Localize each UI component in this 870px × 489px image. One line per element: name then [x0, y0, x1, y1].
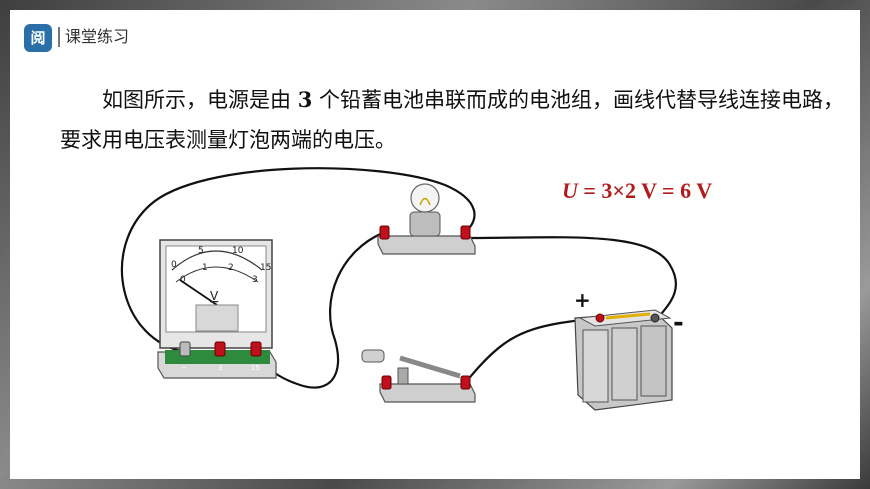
logo-icon: 阅: [24, 24, 52, 52]
battery-count: 3: [297, 87, 313, 112]
battery-cell-1: [582, 329, 609, 403]
wire-meter-to-lamp: [120, 167, 476, 354]
scale-bottom-3: 3: [252, 275, 258, 285]
scale-bottom-1: 1: [202, 263, 208, 273]
lamp-terminal-left[interactable]: [379, 225, 390, 240]
problem-text-before: 如图所示，电源是由: [102, 88, 298, 112]
knife-switch: [361, 349, 476, 403]
header-separator: [58, 27, 60, 47]
scale-top-10: 10: [232, 246, 244, 256]
battery-cell-2: [611, 327, 638, 401]
voltmeter-base-strip: [165, 350, 270, 364]
battery-pack: + -: [574, 288, 684, 411]
scale-top-5: 5: [198, 246, 204, 256]
formula-rest: = 3×2 V = 6 V: [577, 178, 713, 203]
lamp-terminal-right[interactable]: [460, 225, 471, 240]
terminal-negative[interactable]: [179, 341, 191, 357]
terminal-3v[interactable]: [214, 341, 226, 357]
switch-terminal-left[interactable]: [381, 375, 392, 390]
battery-plus-sign: +: [574, 288, 591, 312]
switch-terminal-right[interactable]: [460, 375, 471, 390]
wire-lamp-to-battery: [465, 236, 677, 319]
terminal-15v[interactable]: [250, 341, 262, 357]
scale-bottom-0: 0: [180, 275, 186, 285]
terminal-label-3: 3: [218, 364, 222, 372]
voltmeter: 0 5 10 15 0 1 2 3 V − 3 15: [157, 239, 277, 379]
scale-top-zero: 0: [171, 260, 177, 270]
voltmeter-unit: V: [210, 289, 219, 303]
battery-terminal-negative[interactable]: [650, 313, 660, 323]
switch-handle[interactable]: [361, 349, 385, 363]
battery-minus-sign: -: [673, 308, 684, 338]
switch-blade[interactable]: [399, 355, 461, 379]
voltage-formula: U = 3×2 V = 6 V: [562, 178, 712, 204]
battery-terminal-positive[interactable]: [595, 313, 605, 323]
terminal-label-15: 15: [251, 364, 260, 372]
battery-cell-3: [640, 325, 667, 397]
formula-variable: U: [562, 178, 578, 203]
scale-bottom-2: 2: [228, 263, 234, 273]
problem-text: 如图所示，电源是由 3 个铅蓄电池串联而成的电池组，画线代替导线连接电路，要求用…: [60, 80, 845, 160]
problem-text-after: 个铅蓄电池串联而成的电池组，画线代替导线连接电路，要求用电压表测量灯泡两端的电压…: [60, 88, 844, 152]
lamp: [377, 183, 476, 255]
scale-top-15: 15: [260, 263, 271, 273]
terminal-label-negative: −: [181, 364, 187, 372]
section-title: 课堂练习: [65, 27, 130, 46]
voltmeter-needle: [179, 279, 218, 306]
wire-lamp-to-meter: [256, 230, 386, 389]
